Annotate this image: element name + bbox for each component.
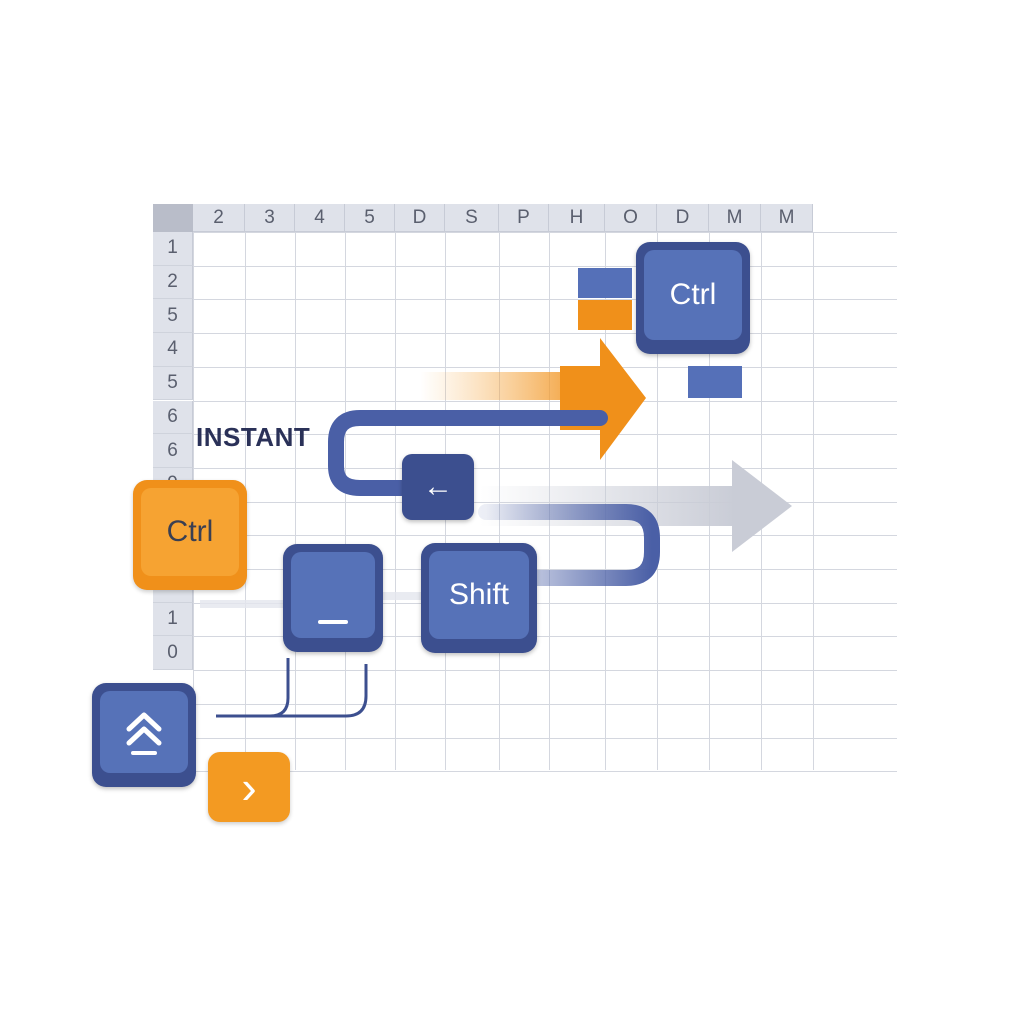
- instant-label: INSTANT: [196, 422, 311, 452]
- grid-row-line: [193, 569, 897, 570]
- left-arrow-key[interactable]: ←: [402, 454, 474, 520]
- grid-column-line: [813, 232, 814, 770]
- ctrl-key-left-label: Ctrl: [166, 515, 214, 548]
- highlight-cell-blue: [578, 268, 632, 298]
- double-chevron-up-icon: [126, 712, 162, 755]
- column-header[interactable]: 3: [245, 204, 295, 232]
- up-key[interactable]: [92, 683, 196, 787]
- grid-row-line: [193, 299, 897, 301]
- grid-row-line: [193, 703, 897, 705]
- row-header[interactable]: 1: [153, 602, 193, 637]
- grid-row-line: [193, 771, 897, 773]
- row-header[interactable]: 5: [153, 366, 193, 401]
- orange-arrow-head: [560, 338, 646, 460]
- row-header[interactable]: 4: [153, 333, 193, 367]
- ctrl-key-top-label: Ctrl: [669, 278, 717, 311]
- column-header[interactable]: 5: [345, 204, 395, 232]
- blue-flow-path: [328, 410, 608, 496]
- column-header[interactable]: H: [549, 204, 605, 232]
- column-header[interactable]: D: [657, 204, 709, 232]
- column-header[interactable]: 2: [193, 204, 245, 232]
- grid-row-line: [193, 737, 897, 739]
- grid-column-line: [345, 232, 346, 770]
- row-header[interactable]: 1: [153, 232, 193, 266]
- row-header[interactable]: 6: [153, 434, 193, 468]
- motion-streak: [200, 600, 290, 608]
- grid-column-line: [395, 232, 396, 770]
- shift-key-label: Shift: [448, 578, 510, 611]
- grid-row-line: [193, 636, 897, 638]
- column-header[interactable]: D: [395, 204, 445, 232]
- orange-arrow-trail: [420, 372, 600, 400]
- highlight-cell-orange: [578, 300, 632, 330]
- column-header[interactable]: S: [445, 204, 499, 232]
- grid-row-line: [193, 265, 897, 267]
- left-arrow-icon: ←: [423, 470, 453, 503]
- grid-row-line: [193, 434, 897, 436]
- row-header[interactable]: 6: [153, 400, 193, 435]
- grid-row-line: [193, 467, 897, 469]
- connector-line-2: [216, 664, 368, 718]
- column-header[interactable]: P: [499, 204, 549, 232]
- row-header[interactable]: 5: [153, 299, 193, 334]
- grid-row-line: [193, 400, 897, 402]
- space-key[interactable]: [283, 544, 383, 652]
- grid-corner: [153, 204, 193, 232]
- chevron-right-icon: ›: [241, 761, 257, 813]
- grey-arrow-head: [732, 460, 792, 552]
- grid-row-line: [193, 602, 897, 604]
- grid-row-line: [193, 232, 897, 233]
- motion-streak-2: [380, 592, 424, 600]
- connector-line-1: [216, 658, 290, 718]
- grid-row-line: [193, 535, 897, 537]
- grid-row-line: [193, 333, 897, 335]
- column-header[interactable]: O: [605, 204, 657, 232]
- space-bar-icon: [318, 620, 348, 624]
- ctrl-key-left[interactable]: Ctrl: [133, 480, 247, 590]
- grid-row-line: [193, 366, 897, 368]
- column-header[interactable]: M: [709, 204, 761, 232]
- row-header[interactable]: 0: [153, 636, 193, 671]
- column-header[interactable]: M: [761, 204, 813, 232]
- ctrl-key-top[interactable]: Ctrl: [636, 242, 750, 354]
- shift-key[interactable]: Shift: [421, 543, 537, 653]
- blue-flow-path-2: [478, 504, 660, 586]
- row-header[interactable]: 2: [153, 265, 193, 300]
- highlight-cell-blue-2: [688, 366, 742, 398]
- column-header[interactable]: 4: [295, 204, 345, 232]
- chevron-right-key[interactable]: ›: [208, 752, 290, 822]
- grid-column-line: [295, 232, 296, 770]
- grid-row-line: [193, 670, 897, 672]
